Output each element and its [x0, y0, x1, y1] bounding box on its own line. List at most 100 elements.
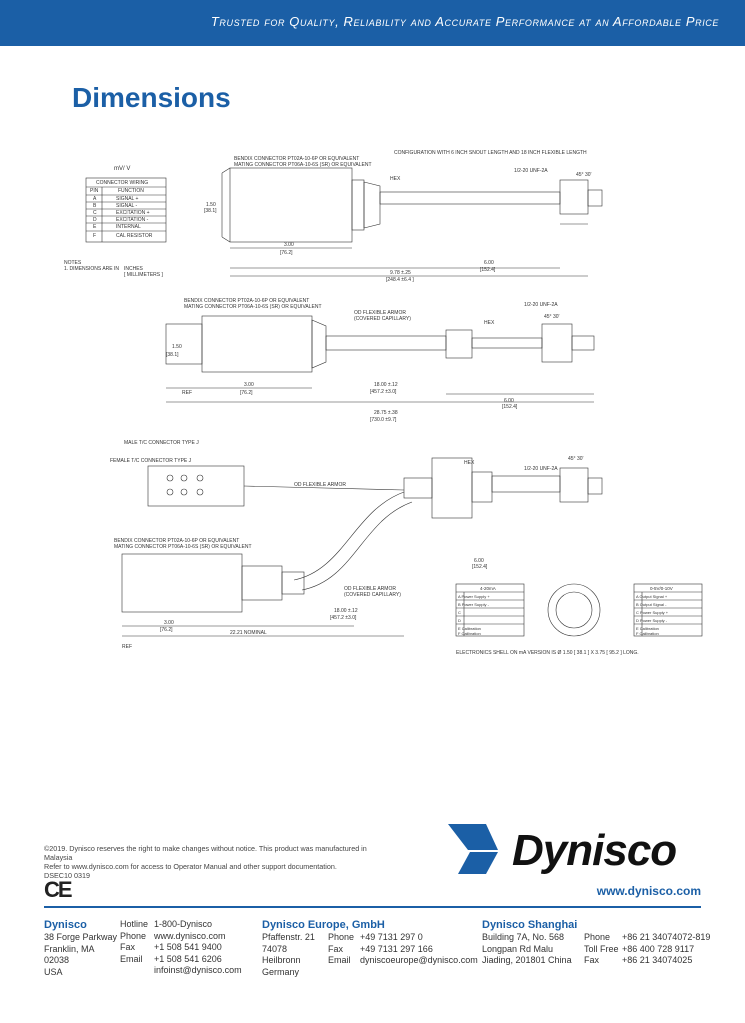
dim-snout-mm: [152.4] [472, 564, 488, 570]
wiring-pin: C [93, 210, 97, 216]
wiring-function: SIGNAL - [116, 203, 138, 209]
dim-height: 1.50 [172, 344, 182, 350]
dimension-drawing: CONFIGURATION WITH 6 INCH SNOUT LENGTH A… [64, 150, 703, 656]
contact-value: +86 21 34074072-819 [622, 932, 711, 942]
contact-label: Fax [120, 942, 136, 952]
dim-snout: 6.00 [474, 558, 484, 564]
contact-label: Hotline [120, 919, 149, 929]
footer-divider [44, 906, 701, 908]
office-europe: Dynisco Europe, GmbH Pfaffenstr. 21 7407… [262, 919, 478, 978]
office-address-line: 74078 Heilbronn [262, 943, 301, 966]
contact-value[interactable]: dyniscoeurope@dynisco.com [360, 955, 478, 965]
pin-table-title: 0-5V/0-10V [650, 586, 673, 591]
contact-value: +86 400 728 9117 [622, 943, 695, 954]
hex-label: HEX [390, 176, 401, 182]
legal-line: ©2019. Dynisco reserves the right to mak… [44, 844, 367, 862]
hex-label: HEX [484, 320, 495, 326]
wiring-function: EXCITATION + [116, 210, 150, 216]
pin-row: E Calibration [458, 626, 481, 631]
dim-body-mm: [76.2] [240, 390, 253, 396]
ref-label: REF [122, 644, 132, 650]
contact-value[interactable]: www.dynisco.com [154, 930, 226, 941]
contact-value[interactable]: infoinst@dynisco.com [154, 965, 242, 975]
dim-snout: 6.00 [504, 398, 514, 404]
office-address-line: Germany [262, 966, 300, 977]
wiring-pin: A [93, 196, 97, 202]
legal-line: DSEC10 0319 [44, 871, 90, 880]
connector-note: MATING CONNECTOR PT06A-10-6S (SR) OR EQU… [234, 162, 372, 168]
office-address-line: 38 Forge Parkway [44, 932, 118, 942]
angle-label: 45° 30' [544, 314, 560, 320]
config-note: CONFIGURATION WITH 6 INCH SNOUT LENGTH A… [394, 150, 587, 156]
dim-height: 1.50 [206, 202, 216, 208]
office-address-line: USA [44, 966, 63, 977]
contact-label: Toll Free [584, 943, 619, 954]
wiring-function: CAL RESISTOR [116, 233, 153, 239]
contact-value: +49 7131 297 166 [360, 943, 433, 954]
contact-value: 1-800-Dynisco [154, 919, 213, 929]
dim-height-mm: [38.1] [166, 352, 179, 358]
dim-snout-mm: [152.4] [502, 404, 518, 410]
header-banner: Trusted for Quality, Reliability and Acc… [0, 0, 745, 46]
connector-note: BENDIX CONNECTOR PT02A-10-6P OR EQUIVALE… [234, 156, 359, 162]
contact-value: +49 7131 297 0 [360, 932, 423, 942]
contact-value: +1 508 541 9400 [154, 942, 222, 952]
total-length: 28.75 ±.38 [374, 410, 398, 416]
pin-row: D Power Supply - [636, 618, 668, 623]
contact-value: +1 508 541 6206 [154, 953, 222, 964]
flex-armor-sub: (COVERED CAPILLARY) [344, 592, 401, 598]
connector-note: MATING CONNECTOR PT06A-10-6S (SR) OR EQU… [114, 544, 252, 550]
angle-label: 45° 30' [576, 172, 592, 178]
wiring-pin: D [93, 217, 97, 223]
wiring-function: EXCITATION - [116, 217, 149, 223]
total-length-mm: [730.0 ±9.7] [370, 417, 397, 423]
office-name: Dynisco Shanghai [482, 919, 578, 931]
thread-label: 1/2-20 UNF-2A [524, 466, 558, 472]
ref-label: REF [182, 390, 192, 396]
office-name: Dynisco [44, 919, 87, 931]
office-address-line: Franklin, MA 02038 [44, 943, 95, 966]
contact-label: Email [328, 955, 351, 965]
contact-label: Phone [328, 932, 355, 942]
tagline: Trusted for Quality, Reliability and Acc… [210, 14, 719, 29]
wiring-title: CONNECTOR WIRING [96, 180, 148, 186]
flex-armor-label: OD FLEXIBLE ARMOR [294, 482, 346, 488]
flex-length-mm: [457.2 ±3.0] [330, 615, 357, 621]
contact-label: Email [120, 953, 143, 964]
pin-row: C [458, 610, 461, 615]
wiring-function: SIGNAL + [116, 196, 139, 202]
contact-label: Phone [120, 930, 147, 941]
dim-length: 9.78 ±.25 [390, 270, 411, 276]
pin-row: A Output Signal + [636, 594, 668, 599]
thread-label: 1/2-20 UNF-2A [524, 302, 558, 308]
flex-length-mm: [457.2 ±3.0] [370, 389, 397, 395]
dim-body: 3.00 [244, 382, 254, 388]
hex-label: HEX [464, 460, 475, 466]
pin-row: B Output Signal - [636, 602, 667, 607]
wiring-header-pin: PIN [90, 188, 99, 194]
legal-line: Refer to www.dynisco.com for access to O… [44, 862, 337, 871]
pin-row: E Calibration [636, 626, 659, 631]
pin-row: F Calibration [636, 631, 659, 636]
office-address-line: Building 7A, No. 568 [482, 932, 565, 942]
pin-row: F Calibration [458, 631, 481, 636]
website-link[interactable]: www.dynisco.com [596, 884, 701, 898]
office-usa: Dynisco 38 Forge Parkway Franklin, MA 02… [44, 919, 242, 978]
wiring-header-function: FUNCTION [118, 188, 144, 194]
flex-armor-label: OD FLEXIBLE ARMOR [344, 586, 396, 592]
female-tc-label: FEMALE T/C CONNECTOR TYPE J [110, 458, 192, 464]
notes-line: NOTES [64, 260, 82, 266]
angle-label: 45° 30' [568, 456, 584, 462]
notes-line: INCHES [124, 266, 144, 272]
dim-body-mm: [76.2] [280, 250, 293, 256]
connector-note: BENDIX CONNECTOR PT02A-10-6P OR EQUIVALE… [114, 538, 239, 544]
wiring-pin: E [93, 224, 97, 230]
pin-row: B Power Supply - [458, 602, 490, 607]
wiring-pin: F [93, 233, 96, 239]
contact-label: Fax [328, 943, 344, 954]
contact-label: Fax [584, 955, 600, 965]
notes-line: [ MILLIMETERS ] [124, 272, 164, 278]
thread-label: 1/2-20 UNF-2A [514, 168, 548, 174]
dim-snout: 6.00 [484, 260, 494, 266]
connector-note: BENDIX CONNECTOR PT02A-10-6P OR EQUIVALE… [184, 298, 309, 304]
